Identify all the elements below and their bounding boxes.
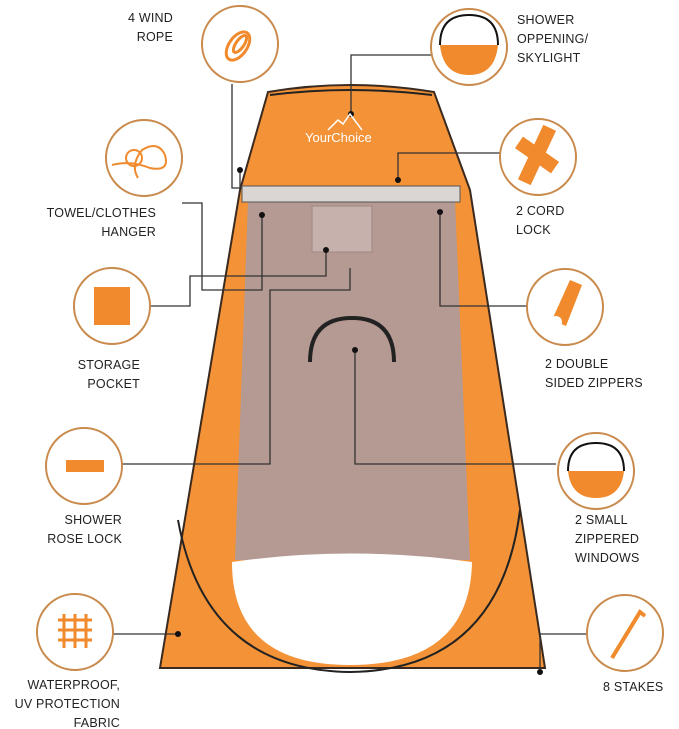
door-handle — [308, 315, 396, 363]
fabric-grid-icon — [58, 614, 92, 648]
rope-circle — [201, 5, 279, 83]
roll-bar — [241, 185, 461, 203]
storage-pocket-panel — [311, 205, 373, 253]
rose-lock-icon — [66, 460, 104, 472]
label-stakes: 8 STAKES — [603, 680, 664, 694]
pocket-icon — [94, 287, 130, 325]
brand-logo-mountains — [327, 112, 363, 131]
skylight-icon — [439, 13, 499, 75]
door-opening — [232, 553, 472, 665]
rope-icon — [224, 30, 252, 62]
cord-lock-icon — [514, 124, 560, 186]
stake-icon — [610, 609, 647, 660]
brand-logo: YourChoice — [305, 130, 372, 145]
hanger-circle — [105, 119, 183, 197]
hanger-icon — [111, 145, 167, 179]
window-icon — [567, 441, 625, 498]
zipper-icon — [550, 280, 582, 328]
leader-lines — [113, 54, 588, 672]
